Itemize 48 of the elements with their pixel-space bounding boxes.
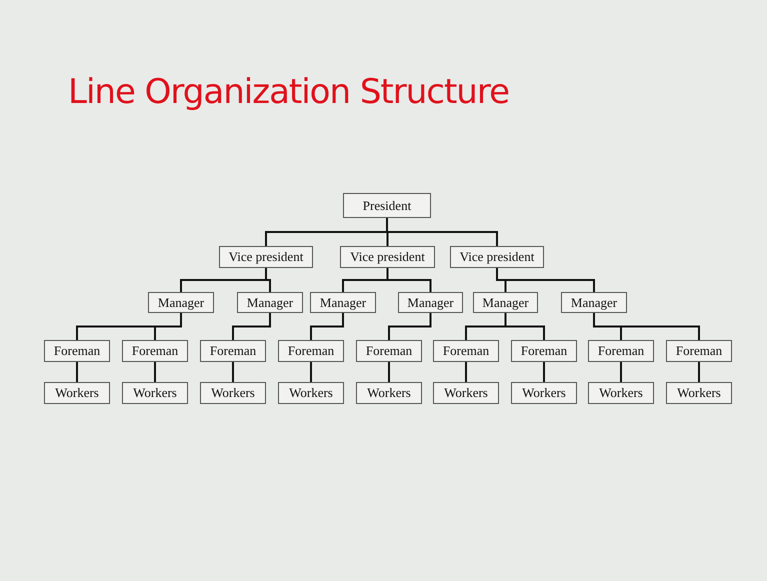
president-box: President: [343, 193, 431, 218]
connector-line: [232, 362, 234, 382]
slide-title: Line Organization Structure: [68, 72, 509, 112]
manager-box: Manager: [310, 292, 376, 313]
connector-line: [386, 218, 498, 246]
connector-line: [76, 362, 78, 382]
foreman-box: Foreman: [433, 340, 499, 362]
workers-box: Workers: [278, 382, 344, 404]
foreman-box: Foreman: [588, 340, 654, 362]
connector-line: [388, 362, 390, 382]
connector-line: [388, 313, 432, 340]
workers-box: Workers: [433, 382, 499, 404]
foreman-box: Foreman: [122, 340, 188, 362]
manager-box: Manager: [398, 292, 463, 313]
connector-line: [698, 362, 700, 382]
workers-box: Workers: [356, 382, 422, 404]
workers-box: Workers: [122, 382, 188, 404]
vp-box: Vice president: [340, 246, 435, 268]
foreman-box: Foreman: [666, 340, 732, 362]
connector-line: [620, 362, 622, 382]
manager-box: Manager: [561, 292, 627, 313]
connector-line: [386, 268, 432, 292]
manager-box: Manager: [148, 292, 214, 313]
workers-box: Workers: [200, 382, 266, 404]
connector-line: [265, 268, 271, 292]
connector-line: [593, 313, 700, 340]
workers-box: Workers: [511, 382, 577, 404]
connector-line: [310, 313, 344, 340]
vp-box: Vice president: [219, 246, 313, 268]
connector-line: [232, 313, 271, 340]
connector-line: [154, 313, 182, 340]
connector-line: [465, 362, 467, 382]
workers-box: Workers: [44, 382, 110, 404]
manager-box: Manager: [237, 292, 303, 313]
foreman-box: Foreman: [278, 340, 344, 362]
foreman-box: Foreman: [44, 340, 110, 362]
manager-box: Manager: [473, 292, 538, 313]
foreman-box: Foreman: [511, 340, 577, 362]
connector-line: [154, 362, 156, 382]
connector-line: [504, 313, 545, 340]
connector-line: [543, 362, 545, 382]
connector-line: [310, 362, 312, 382]
connector-line: [496, 268, 595, 292]
workers-box: Workers: [666, 382, 732, 404]
workers-box: Workers: [588, 382, 654, 404]
foreman-box: Foreman: [200, 340, 266, 362]
vp-box: Vice president: [450, 246, 544, 268]
foreman-box: Foreman: [356, 340, 422, 362]
